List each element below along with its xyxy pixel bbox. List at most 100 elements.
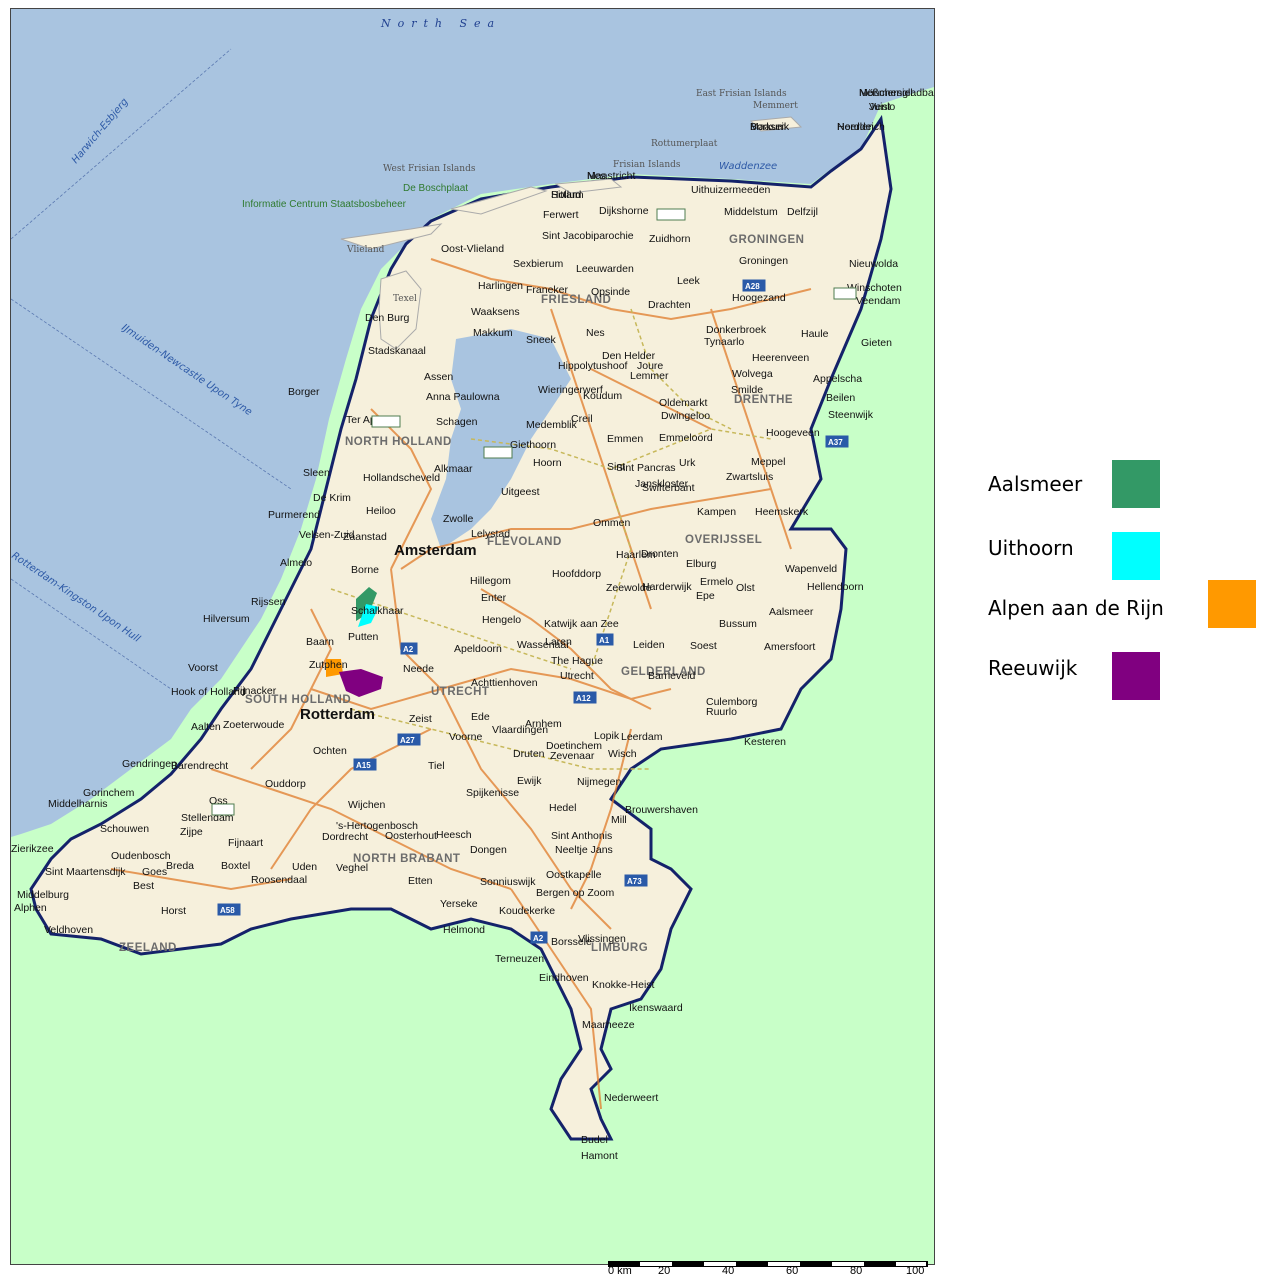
road-sign: N59 (211, 803, 235, 816)
road-sign: A2 (530, 931, 548, 944)
place-label: Zeist (409, 713, 432, 725)
legend-label: Uithoorn (988, 536, 1074, 560)
place-label: Lelystad (471, 528, 510, 540)
place-label: Neeltje Jans (555, 844, 613, 856)
place-label: Heesch (436, 829, 472, 841)
road (710, 308, 792, 550)
place-label: Nes (587, 170, 606, 182)
place-label: Laren (545, 636, 572, 648)
place-label: Mill (611, 814, 627, 826)
place-label: Arnhem (525, 718, 562, 730)
place-label: Baarn (306, 636, 334, 648)
city-label: Amsterdam (394, 542, 477, 559)
place-label: Lemmer (630, 370, 669, 382)
road (110, 868, 292, 891)
place-label: Ommen (593, 517, 631, 529)
road-sign-label: A15 (356, 761, 371, 770)
place-label: Etten (408, 875, 433, 887)
place-label: Hoogeveen (766, 427, 820, 439)
scale-label-0: 0 km (608, 1265, 632, 1277)
road-sign-label: N361 (659, 211, 679, 220)
landmark-label: De Boschplaat (403, 183, 468, 194)
place-label: Veendam (856, 295, 901, 307)
island-label: Memmert (753, 101, 798, 111)
place-label: Dordrecht (322, 831, 368, 843)
place-label: Katwijk aan Zee (544, 618, 619, 630)
place-label: Dwingeloo (661, 410, 710, 422)
place-label: Sint Jacobiparochie (542, 230, 634, 242)
region-aalsmeer[interactable] (356, 587, 377, 621)
place-label: Uden (292, 861, 317, 873)
place-label: Sexbierum (513, 258, 563, 270)
place-label: Zijpe (180, 826, 203, 838)
place-label: Janskloster (635, 478, 689, 490)
place-label: Velsen-Zuid (299, 529, 355, 541)
scale-label-80: 80 (850, 1265, 863, 1277)
province-label: FLEVOLAND (487, 536, 562, 548)
place-label: Borssele (551, 936, 592, 948)
place-label: 's-Hertogenbosch (336, 820, 418, 832)
place-label: Harlingen (478, 280, 523, 292)
place-label: Roosendaal (251, 874, 307, 886)
road-sign: N33 (833, 287, 857, 300)
island-label: Texel (393, 294, 417, 304)
place-label: Gieten (861, 337, 892, 349)
place-label: Haule (801, 328, 829, 340)
region-uithoorn[interactable] (358, 604, 379, 627)
road-sign: A2 (400, 642, 418, 655)
legend-swatch (1112, 460, 1160, 508)
waddenzee-label: Waddenzee (719, 161, 777, 172)
place-label: Koudekerke (499, 905, 555, 917)
place-label: Zevenaar (550, 750, 595, 762)
place-label: Schagen (436, 416, 478, 428)
place-label: Hamont (581, 1150, 618, 1162)
place-label: The Hague (551, 655, 603, 667)
place-label: Donkerbroek (706, 324, 767, 336)
place-label: Medemblik (526, 419, 578, 431)
legend-swatch (1112, 532, 1160, 580)
place-label: Aalsmeer (769, 606, 814, 618)
place-label: Culemborg (706, 696, 758, 708)
place-label: Leiden (633, 639, 665, 651)
road-sign: A15 (353, 758, 377, 771)
place-label: Meppel (751, 456, 785, 468)
place-label: Hippolytushoof (558, 360, 628, 372)
place-label: Zaanstad (343, 531, 387, 543)
road-sign-label: N302 (486, 449, 506, 458)
place-label: Heerlen (837, 121, 874, 133)
place-label: Creil (571, 413, 593, 425)
place-label: Tiel (428, 760, 445, 772)
province-label: ZEELAND (119, 942, 177, 954)
place-label: Aalten (191, 721, 221, 733)
road (510, 888, 602, 1110)
place-label: Fijnaart (228, 837, 263, 849)
place-label: Nederweert (604, 1092, 658, 1104)
place-label: Smilde (731, 384, 763, 396)
place-label: Hilversum (203, 613, 250, 625)
place-label: Apeldoorn (454, 643, 502, 655)
place-label: Sint Anthonis (551, 830, 612, 842)
place-label: Kampen (697, 506, 736, 518)
place-label: Barendrecht (171, 760, 228, 772)
place-label: Enter (481, 592, 507, 604)
place-label: Maastricht (587, 170, 636, 182)
place-label: Gorinchem (83, 787, 135, 799)
place-label: Joure (637, 360, 663, 372)
place-label: Spijkenisse (466, 787, 519, 799)
place-label: Horst (161, 905, 186, 917)
road-sign-label: N33 (836, 290, 851, 299)
place-label: Den Helder (602, 350, 656, 362)
place-label: Hoofddorp (552, 568, 601, 580)
road-sign: A28 (742, 279, 766, 292)
place-label: Oudenbosch (111, 850, 171, 862)
island-group-label: Frisian Islands (613, 160, 681, 170)
place-label: Appelscha (813, 373, 862, 385)
place-label: Eindhoven (539, 972, 589, 984)
place-label: Emmeloord (659, 432, 713, 444)
place-label: Hoogezand (732, 292, 786, 304)
region-reeuwijk[interactable] (339, 669, 383, 697)
place-label: Dongen (470, 844, 507, 856)
region-alpen-aan-de-rijn[interactable] (326, 659, 343, 677)
